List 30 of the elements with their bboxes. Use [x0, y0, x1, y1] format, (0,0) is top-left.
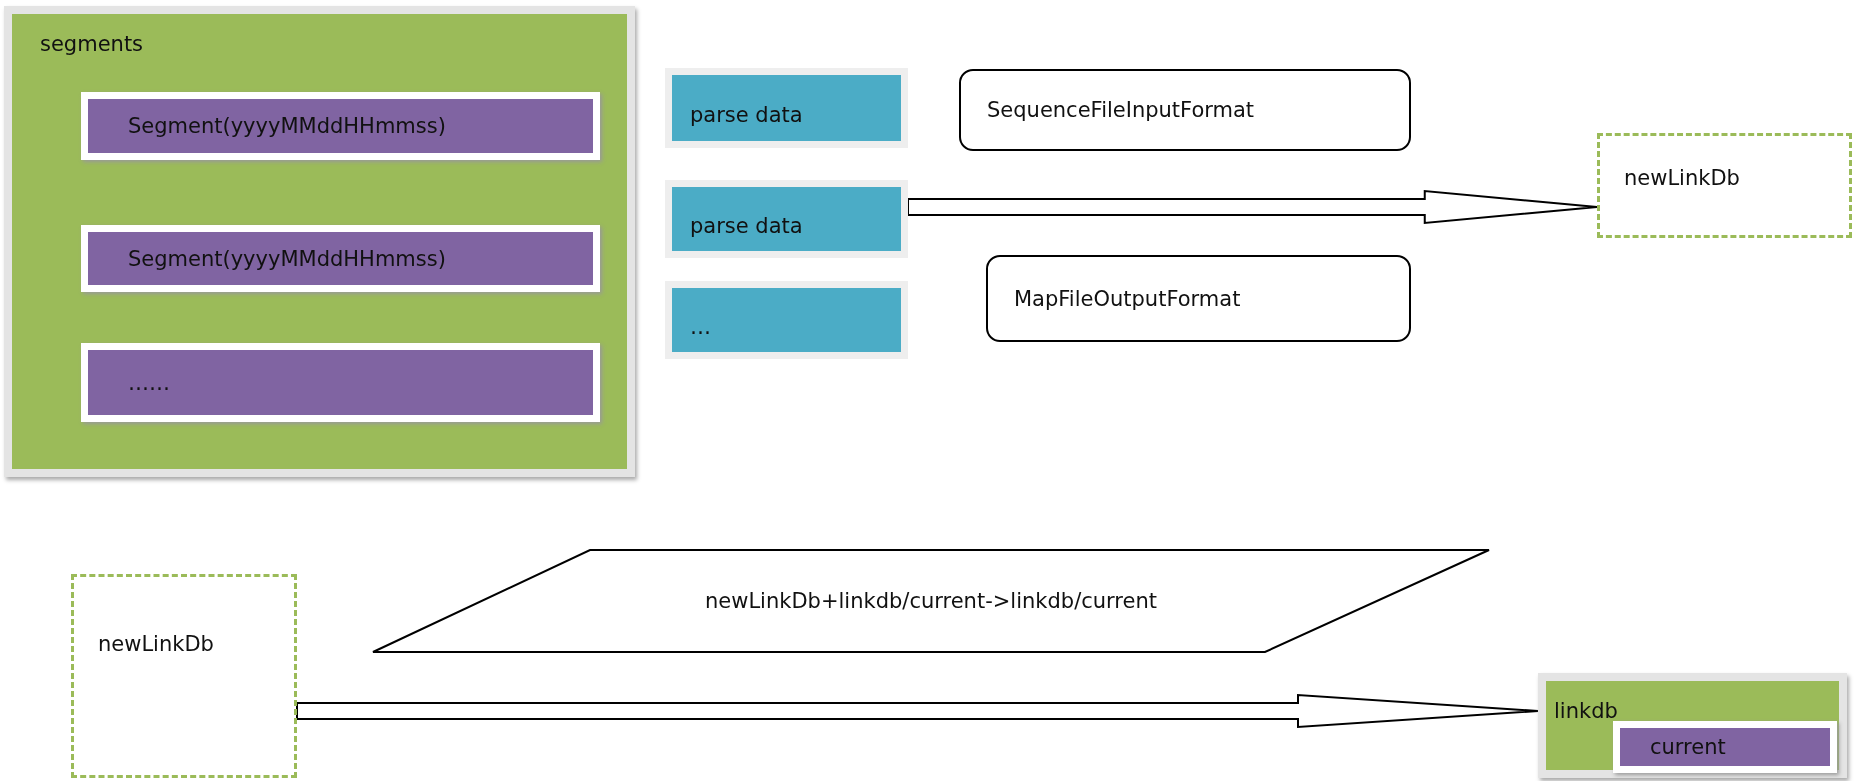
node-label: Segment(yyyyMMddHHmmss) — [128, 114, 446, 138]
process-box — [665, 281, 908, 359]
node-label: current — [1650, 735, 1726, 759]
container-box — [4, 6, 635, 477]
block-arrow — [907, 189, 1598, 225]
rounded-box — [959, 69, 1411, 151]
dashed-box — [1597, 133, 1852, 238]
parallelogram-box — [372, 549, 1490, 653]
node-label: parse data — [690, 214, 803, 238]
node-label: …… — [128, 370, 170, 395]
block-arrow — [296, 693, 1539, 729]
node-label: … — [690, 315, 711, 339]
process-box — [81, 225, 600, 292]
node-label: linkdb — [1554, 699, 1618, 723]
node-label: Segment(yyyyMMddHHmmss) — [128, 246, 446, 271]
node-label: segments — [40, 32, 144, 56]
process-box — [81, 92, 600, 160]
node-label: newLinkDb — [98, 632, 214, 656]
process-box — [665, 68, 908, 148]
process-box — [1613, 721, 1837, 773]
node-label: newLinkDb+linkdb/current->linkdb/current — [705, 589, 1157, 613]
node-label: SequenceFileInputFormat — [987, 98, 1255, 122]
container-box — [1538, 673, 1847, 778]
dashed-box — [71, 574, 297, 778]
rounded-box — [986, 255, 1411, 342]
node-label: newLinkDb — [1624, 166, 1740, 190]
node-label: parse data — [690, 103, 803, 127]
process-box — [81, 343, 600, 422]
process-box — [665, 180, 908, 258]
node-label: MapFileOutputFormat — [1014, 286, 1241, 311]
